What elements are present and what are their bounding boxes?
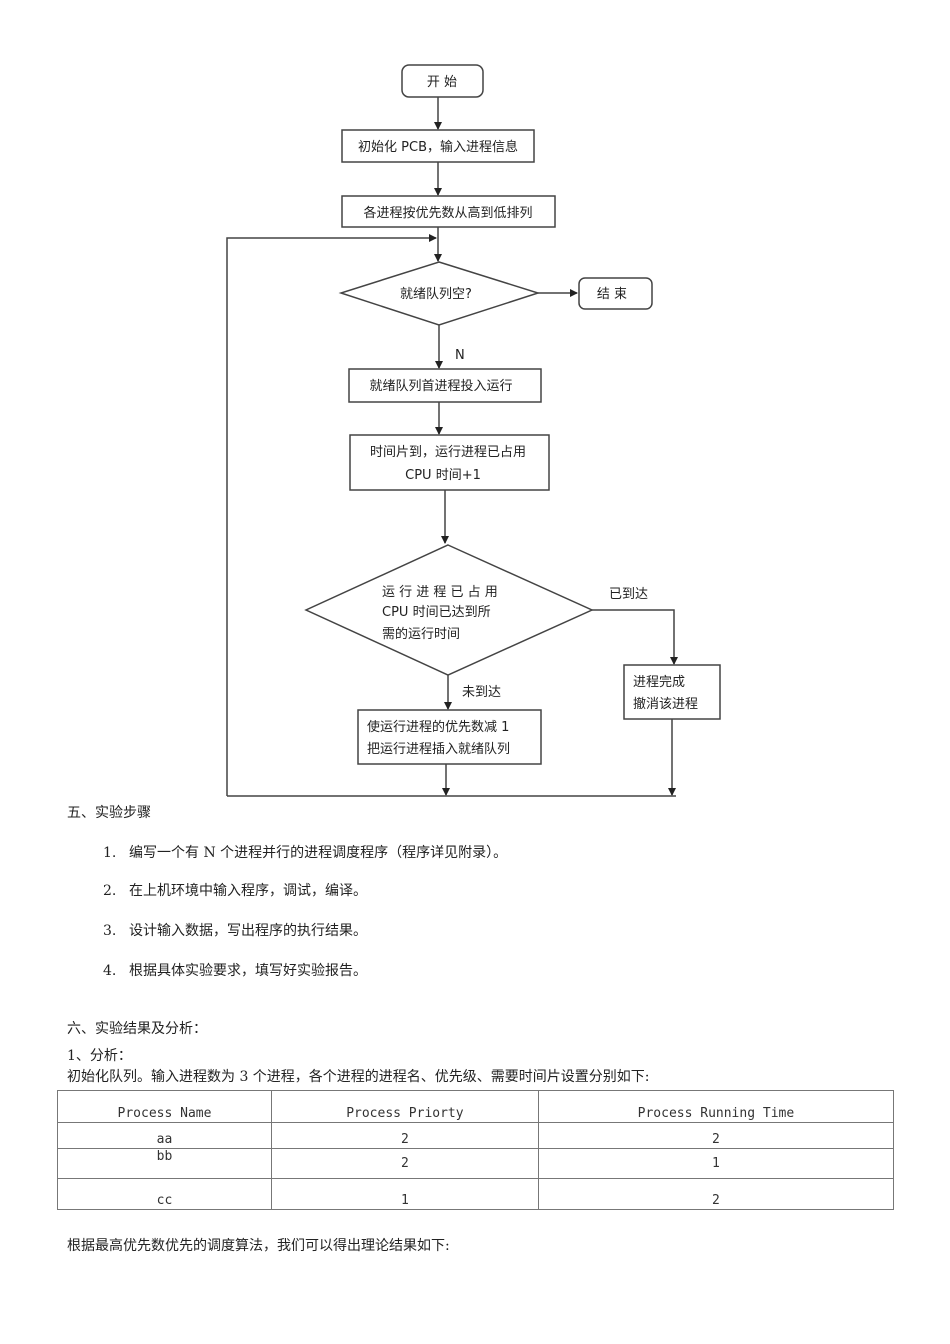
n-label: N bbox=[455, 348, 465, 363]
step-text: 在上机环境中输入程序，调试，编译。 bbox=[129, 883, 367, 899]
run-head-box bbox=[348, 368, 542, 403]
init-box bbox=[341, 129, 535, 163]
step-number: 4. bbox=[103, 963, 117, 979]
ready-empty-label: 就绪队列空? bbox=[400, 287, 472, 302]
step-text: 设计输入数据，写出程序的执行结果。 bbox=[129, 923, 367, 939]
step-number: 1. bbox=[103, 845, 117, 861]
cell-priority: 1 bbox=[270, 1178, 539, 1210]
step-number: 3. bbox=[103, 923, 117, 939]
cell-running-time: 2 bbox=[537, 1122, 895, 1149]
process-table: Process Name Process Priorty Process Run… bbox=[57, 1090, 895, 1210]
step-text: 编写一个有 N 个进程并行的进程调度程序（程序详见附录）。 bbox=[129, 845, 508, 861]
end-label: 结 束 bbox=[597, 287, 627, 302]
timeslice-label-2: CPU 时间+1 bbox=[405, 468, 481, 483]
table-row: cc 1 2 bbox=[57, 1178, 895, 1210]
check-label-3: 需的运行时间 bbox=[382, 626, 460, 642]
header-process-running-time: Process Running Time bbox=[537, 1090, 895, 1123]
check-label-1: 运 行 进 程 已 占 用 bbox=[382, 585, 498, 600]
sort-box bbox=[341, 195, 556, 228]
run-head-label: 就绪队列首进程投入运行 bbox=[369, 378, 512, 394]
section5-title: 五、实验步骤 bbox=[67, 805, 151, 821]
cell-name: aa bbox=[57, 1122, 272, 1149]
not-reached-label: 未到达 bbox=[462, 685, 501, 700]
timeslice-label-1: 时间片到，运行进程已占用 bbox=[370, 445, 526, 460]
check-label-2: CPU 时间已达到所 bbox=[382, 605, 491, 620]
reduce-box bbox=[357, 709, 542, 765]
analysis-subtitle: 1、分析： bbox=[67, 1048, 132, 1064]
sort-label: 各进程按优先数从高到低排列 bbox=[363, 205, 532, 221]
header-process-name: Process Name bbox=[57, 1090, 272, 1123]
step-item: 3. 设计输入数据，写出程序的执行结果。 bbox=[103, 920, 367, 940]
step-item: 2. 在上机环境中输入程序，调试，编译。 bbox=[103, 880, 367, 900]
cell-running-time: 2 bbox=[537, 1178, 895, 1210]
reached-label: 已到达 bbox=[609, 587, 648, 602]
done-label-2: 撤消该进程 bbox=[633, 696, 698, 712]
cell-priority: 2 bbox=[270, 1122, 539, 1149]
table-row: aa 2 2 bbox=[57, 1122, 895, 1149]
cell-name: cc bbox=[57, 1178, 272, 1210]
init-label: 初始化 PCB，输入进程信息 bbox=[358, 139, 518, 155]
start-node bbox=[401, 64, 484, 98]
reduce-label-1: 使运行进程的优先数减 1 bbox=[367, 719, 509, 735]
table-header-row: Process Name Process Priorty Process Run… bbox=[57, 1090, 895, 1123]
analysis-intro: 初始化队列。输入进程数为 3 个进程，各个进程的进程名、优先级、需要时间片设置分… bbox=[67, 1069, 650, 1085]
start-label: 开 始 bbox=[427, 75, 457, 90]
reduce-label-2: 把运行进程插入就绪队列 bbox=[367, 742, 510, 757]
done-box bbox=[623, 664, 721, 720]
arrow-reached-done bbox=[592, 609, 678, 665]
section6-title: 六、实验结果及分析： bbox=[67, 1021, 207, 1037]
cell-name: bb bbox=[57, 1148, 272, 1179]
cell-running-time: 1 bbox=[537, 1148, 895, 1179]
header-process-priority: Process Priorty bbox=[270, 1090, 539, 1123]
cell-priority: 2 bbox=[270, 1148, 539, 1179]
conclusion-text: 根据最高优先数优先的调度算法，我们可以得出理论结果如下: bbox=[67, 1238, 450, 1254]
end-node bbox=[578, 277, 653, 310]
step-item: 4. 根据具体实验要求，填写好实验报告。 bbox=[103, 960, 367, 980]
done-label-1: 进程完成 bbox=[633, 675, 685, 690]
flowchart: 开 始 初始化 PCB，输入进程信息 各进程按优先数从高到低排列 就绪队列空? … bbox=[226, 64, 721, 797]
step-number: 2. bbox=[103, 883, 117, 899]
step-item: 1. 编写一个有 N 个进程并行的进程调度程序（程序详见附录）。 bbox=[103, 842, 507, 862]
step-text: 根据具体实验要求，填写好实验报告。 bbox=[129, 963, 367, 979]
timeslice-box bbox=[349, 434, 550, 491]
loop-back-line bbox=[226, 234, 437, 796]
table-row: bb 2 1 bbox=[57, 1148, 895, 1179]
